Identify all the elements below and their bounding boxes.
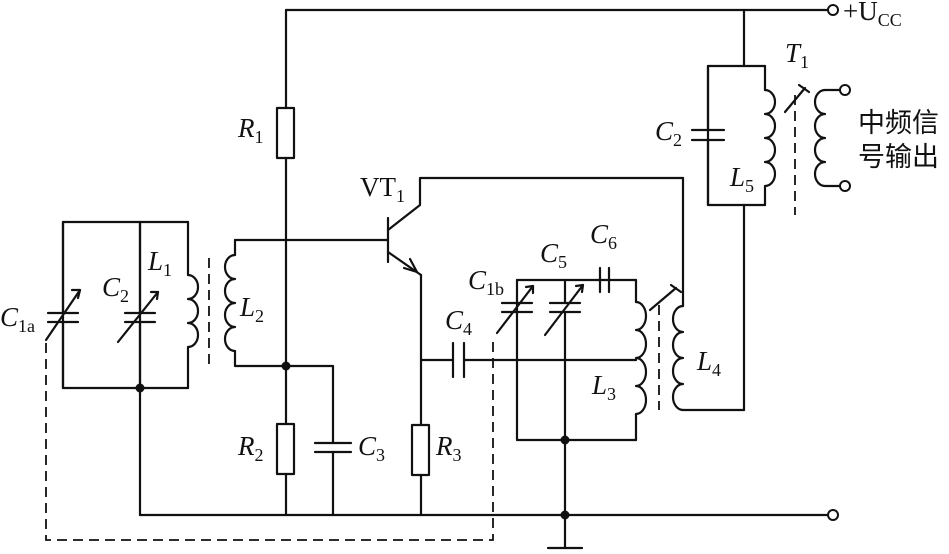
supply-label: +UCC: [843, 0, 902, 30]
gang-tuning-link: [45, 336, 494, 541]
ground-rail: [138, 509, 839, 550]
l5-label: L5: [729, 162, 754, 196]
t1-tuning-slug: [783, 83, 811, 114]
r1-label: R1: [237, 113, 264, 147]
r1-resistor: [275, 106, 296, 160]
input-tank: [44, 220, 200, 517]
c4-capacitor: [451, 341, 466, 379]
r3-label: R3: [435, 431, 462, 465]
ground-terminal: [827, 509, 839, 521]
if-output-tank: [690, 8, 851, 412]
r2-label: R2: [237, 431, 264, 465]
l2-label: L2: [239, 292, 264, 326]
bias-network: [275, 8, 353, 517]
c1b-label: C1b: [468, 265, 504, 299]
r3-resistor: [410, 423, 431, 477]
c3-capacitor: [313, 441, 353, 454]
c1a-label: C1a: [0, 302, 35, 336]
c2-output-capacitor: [690, 128, 726, 142]
c5-label: C5: [540, 238, 567, 272]
transistor-vt1: [386, 176, 685, 517]
c6-label: C6: [590, 219, 617, 253]
output-terminal-bottom: [839, 180, 851, 192]
c3-label: C3: [358, 431, 385, 465]
output-label-line1: 中频信: [858, 108, 939, 139]
r2-resistor: [275, 422, 296, 476]
l1-label: L1: [147, 246, 172, 280]
l4-label: L4: [696, 346, 721, 380]
output-label-line2: 号输出: [858, 142, 939, 173]
vt1-label: VT1: [360, 172, 405, 206]
t1-label: T1: [785, 38, 809, 72]
oscillator-tank: [495, 176, 746, 517]
supply-rail: [284, 4, 839, 16]
c2-left-label: C2: [102, 272, 129, 306]
output-terminal-top: [839, 84, 851, 96]
l3-l4-tuning-slug: [648, 283, 683, 312]
l2-coil: [223, 238, 390, 368]
supply-terminal: [827, 4, 839, 16]
c4-label: C4: [445, 305, 472, 339]
l3-label: L3: [591, 370, 616, 404]
c2-right-label: C2: [655, 116, 682, 150]
